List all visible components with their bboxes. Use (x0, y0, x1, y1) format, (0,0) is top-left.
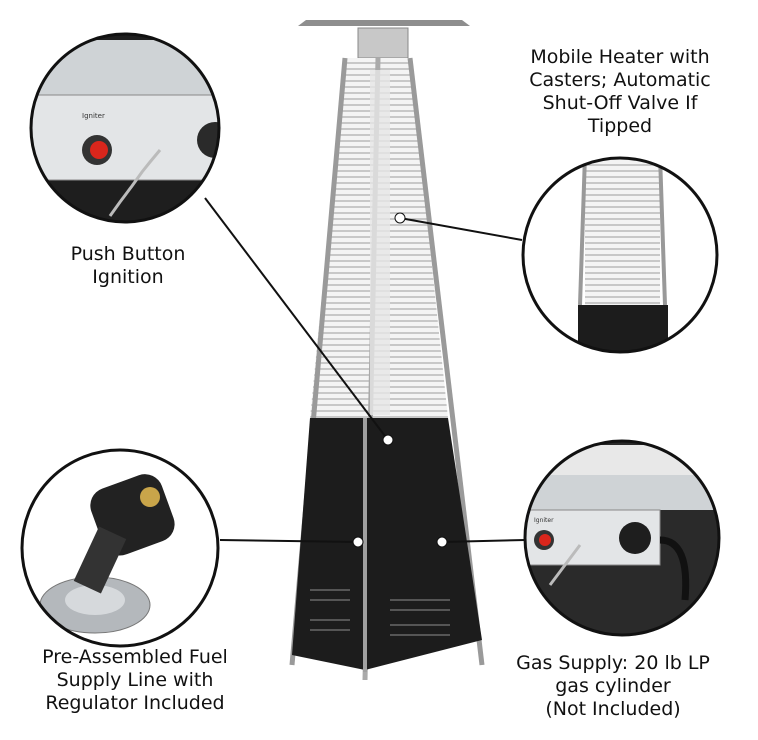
igniter-panel-label-small: Igniter (534, 517, 554, 524)
callout-text: Shut-Off Valve If (542, 92, 698, 114)
callout-text: Mobile Heater with (530, 46, 710, 68)
callout-text: Pre-Assembled Fuel (42, 646, 228, 668)
callout-text: Ignition (92, 266, 164, 288)
callout-fuel-line: Pre-Assembled Fuel Supply Line with Regu… (0, 646, 270, 715)
gas-supply-detail-circle (525, 441, 719, 635)
casters-detail-circle (523, 158, 717, 352)
callout-text: Tipped (587, 115, 653, 137)
leader-lines (204, 197, 526, 543)
callout-text: gas cylinder (555, 675, 671, 697)
patio-heater (289, 20, 485, 681)
callout-dot (352, 536, 364, 548)
heater-base-cabinet (292, 418, 482, 670)
callout-text: (Not Included) (545, 698, 681, 720)
callout-dot (382, 434, 394, 446)
callout-text: Push Button (70, 243, 186, 265)
callout-ignition: Push Button Ignition (28, 243, 228, 289)
ignition-detail-circle (31, 34, 219, 222)
callout-gas-supply: Gas Supply: 20 lb LP gas cylinder (Not I… (488, 652, 738, 721)
heater-top-reflector (298, 20, 470, 26)
callout-text: Regulator Included (45, 692, 225, 714)
igniter-panel-label: Igniter (82, 112, 105, 120)
callout-mobile-heater: Mobile Heater with Casters; Automatic Sh… (490, 46, 750, 138)
callout-dot (436, 536, 448, 548)
heater-top-housing (357, 27, 409, 59)
regulator-detail-circle (22, 450, 218, 646)
callout-text: Gas Supply: 20 lb LP (516, 652, 710, 674)
callout-dot (394, 212, 406, 224)
callout-text: Casters; Automatic (529, 69, 711, 91)
igniter-button (90, 141, 108, 159)
callout-text: Supply Line with (56, 669, 214, 691)
